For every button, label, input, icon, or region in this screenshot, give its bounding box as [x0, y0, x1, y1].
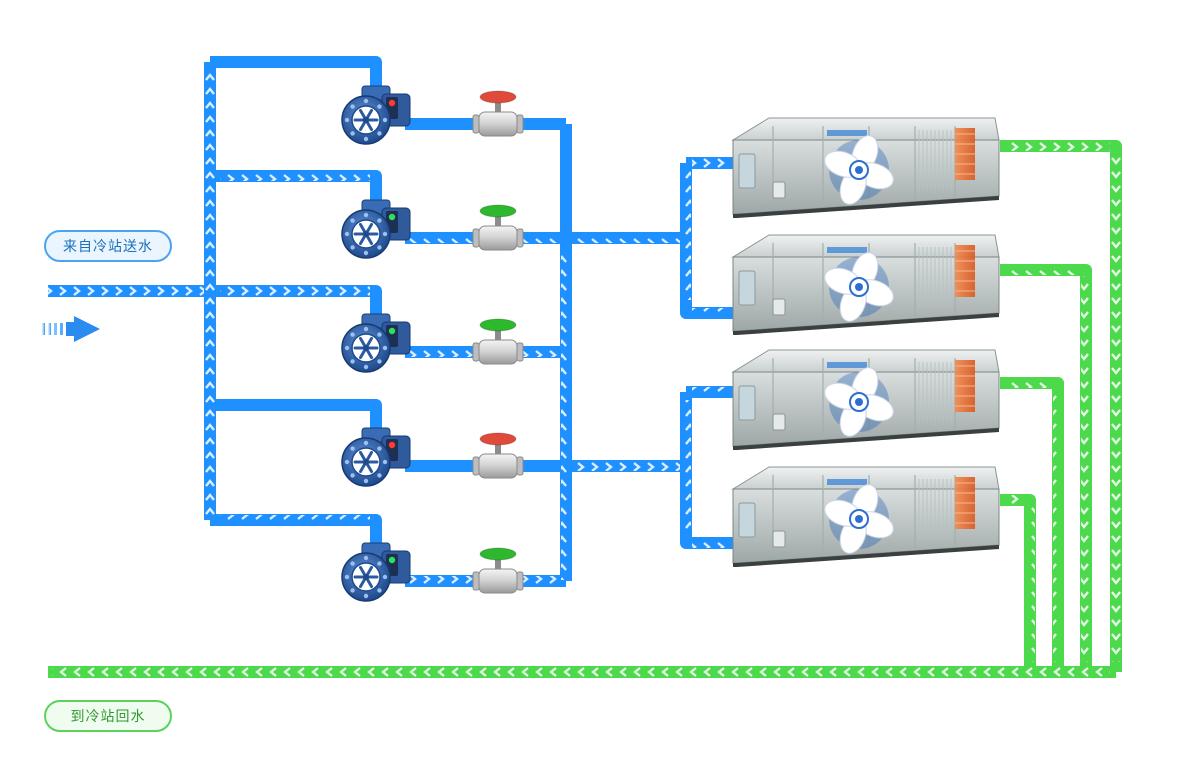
pump-4-valve-handwheel-icon[interactable]: [479, 432, 517, 446]
pump-3-valve[interactable]: [472, 318, 524, 365]
pump-5[interactable]: [341, 542, 411, 602]
ahu-4[interactable]: [731, 466, 1000, 567]
pump-2-valve-handwheel-icon[interactable]: [479, 204, 517, 218]
ahu-2[interactable]: [731, 234, 1000, 335]
pump-2-status-light-icon: [388, 213, 396, 221]
pump-5-status-light-icon: [388, 556, 396, 564]
pump-2-valve[interactable]: [472, 204, 524, 251]
supply-label: 来自冷站送水: [44, 230, 172, 262]
pump-4-status-light-icon: [388, 441, 396, 449]
pump-3-status-light-icon: [388, 327, 396, 335]
ahu-3-fan-icon: [824, 367, 894, 437]
pump-1-status-light-icon: [388, 99, 396, 107]
return-label: 到冷站回水: [44, 700, 172, 732]
ahu-1[interactable]: [731, 117, 1000, 218]
pump-4-valve[interactable]: [472, 432, 524, 479]
ahu-4-fan-icon: [824, 484, 894, 554]
pump-2[interactable]: [341, 199, 411, 259]
pump-3-valve-handwheel-icon[interactable]: [479, 318, 517, 332]
ahu-1-fan-icon: [824, 135, 894, 205]
pump-1-valve[interactable]: [472, 90, 524, 137]
pump-5-valve[interactable]: [472, 547, 524, 594]
pump-5-valve-handwheel-icon[interactable]: [479, 547, 517, 561]
return-flow-chevrons: [52, 141, 1121, 677]
pump-1-valve-handwheel-icon[interactable]: [479, 90, 517, 104]
ahu-3[interactable]: [731, 349, 1000, 450]
inflow-arrow-icon: [42, 316, 100, 342]
pump-3[interactable]: [341, 313, 411, 373]
pump-1[interactable]: [341, 85, 411, 145]
ahu-2-fan-icon: [824, 252, 894, 322]
pump-4[interactable]: [341, 427, 411, 487]
